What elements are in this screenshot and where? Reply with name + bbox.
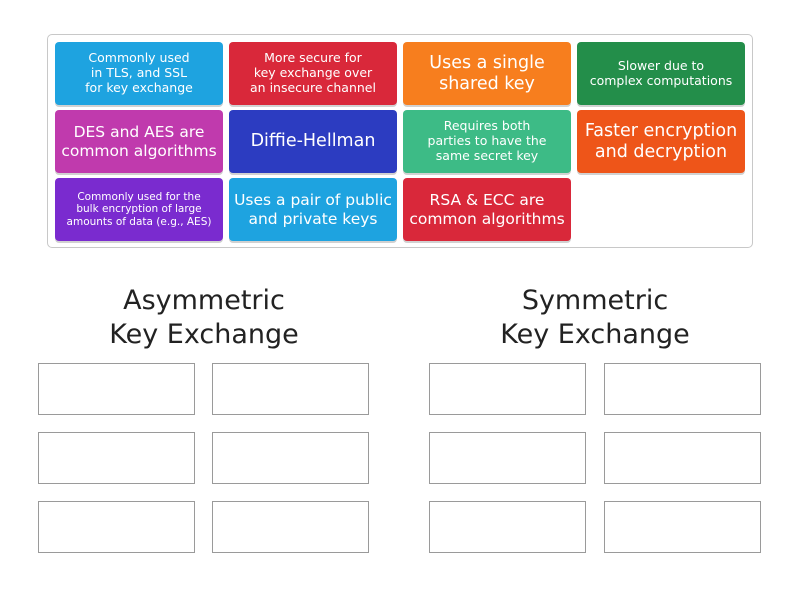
card-tls-ssl[interactable]: Commonly used in TLS, and SSL for key ex… <box>55 42 223 105</box>
card-public-private-keys[interactable]: Uses a pair of public and private keys <box>229 178 397 241</box>
card-slower[interactable]: Slower due to complex computations <box>577 42 745 105</box>
group-title-symmetric: Symmetric Key Exchange <box>500 285 690 350</box>
group-title-asymmetric: Asymmetric Key Exchange <box>109 285 299 350</box>
card-label: Commonly used for the bulk encryption of… <box>66 190 212 228</box>
symmetric-drop-slot[interactable] <box>604 432 761 484</box>
asymmetric-drop-slot[interactable] <box>212 501 369 553</box>
card-same-secret-key[interactable]: Requires both parties to have the same s… <box>403 110 571 173</box>
card-bulk-encryption[interactable]: Commonly used for the bulk encryption of… <box>55 178 223 241</box>
card-label: Uses a pair of public and private keys <box>234 191 392 228</box>
asymmetric-drop-slot[interactable] <box>38 363 195 415</box>
card-label: Commonly used in TLS, and SSL for key ex… <box>85 50 193 95</box>
asymmetric-drop-slot[interactable] <box>38 501 195 553</box>
card-label: Diffie-Hellman <box>250 131 376 152</box>
symmetric-drop-slot[interactable] <box>429 432 586 484</box>
card-faster[interactable]: Faster encryption and decryption <box>577 110 745 173</box>
card-single-shared-key[interactable]: Uses a single shared key <box>403 42 571 105</box>
symmetric-drop-slot[interactable] <box>429 363 586 415</box>
card-diffie-hellman[interactable]: Diffie-Hellman <box>229 110 397 173</box>
card-label: Slower due to complex computations <box>589 57 733 88</box>
card-rsa-ecc[interactable]: RSA & ECC are common algorithms <box>403 178 571 241</box>
symmetric-drop-slot[interactable] <box>429 501 586 553</box>
asymmetric-drop-slot[interactable] <box>38 432 195 484</box>
card-label: RSA & ECC are common algorithms <box>409 191 565 228</box>
asymmetric-drop-slot[interactable] <box>212 363 369 415</box>
card-label: Requires both parties to have the same s… <box>427 118 547 163</box>
card-label: More secure for key exchange over an ins… <box>250 50 376 95</box>
card-more-secure[interactable]: More secure for key exchange over an ins… <box>229 42 397 105</box>
card-des-aes[interactable]: DES and AES are common algorithms <box>55 110 223 173</box>
card-label: Faster encryption and decryption <box>584 120 738 162</box>
symmetric-drop-slot[interactable] <box>604 363 761 415</box>
card-bank: Commonly used in TLS, and SSL for key ex… <box>47 34 753 248</box>
asymmetric-drop-slot[interactable] <box>212 432 369 484</box>
card-label: Uses a single shared key <box>429 52 545 94</box>
symmetric-drop-slot[interactable] <box>604 501 761 553</box>
card-label: DES and AES are common algorithms <box>61 123 217 160</box>
